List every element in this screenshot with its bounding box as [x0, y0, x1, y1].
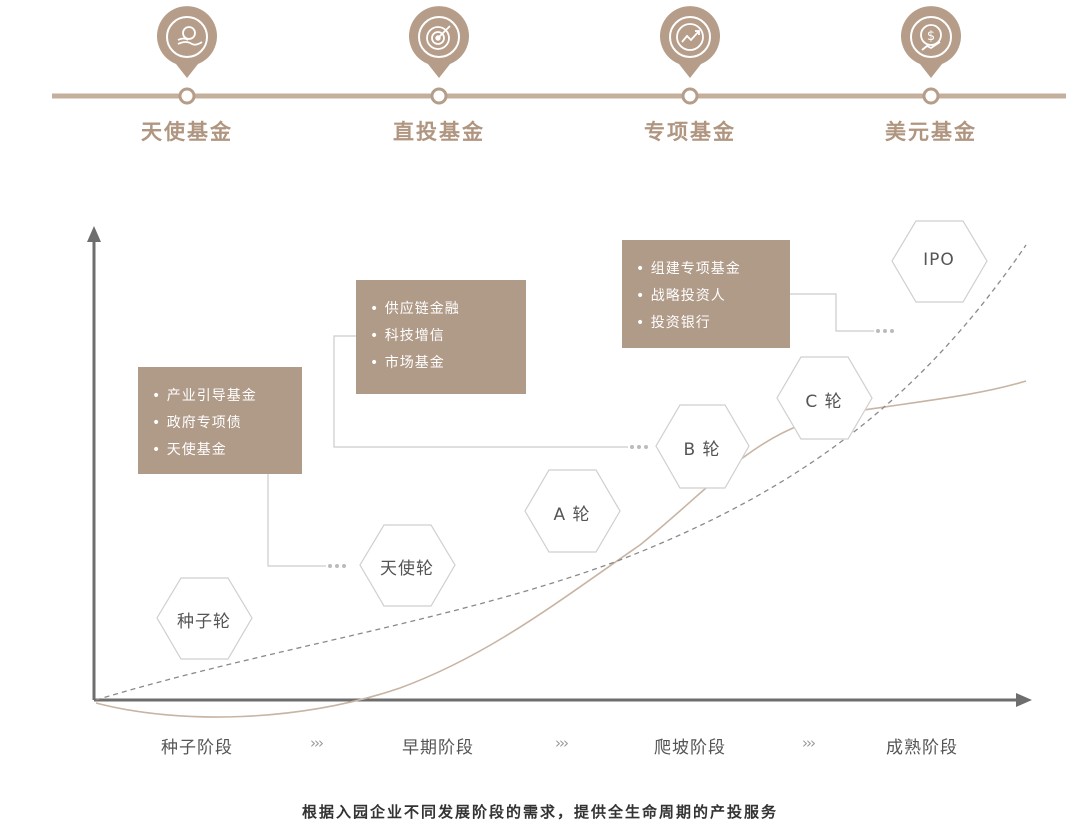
- round-label-seed: 种子轮: [177, 612, 231, 632]
- connector-dots: [328, 329, 894, 568]
- info-box-item: 战略投资人: [636, 283, 780, 310]
- hex-c: [776, 356, 873, 440]
- fund-pin-usd: $: [901, 6, 962, 105]
- fund-label-special: 专项基金: [644, 120, 736, 144]
- stage-label-seed: 种子阶段: [161, 738, 233, 758]
- info-box-item: 科技增信: [370, 323, 516, 350]
- footer-caption: 根据入园企业不同发展阶段的需求，提供全生命周期的产投服务: [301, 803, 778, 821]
- stage-label-ramp: 爬坡阶段: [654, 738, 726, 758]
- hex-b: [655, 404, 750, 489]
- fund-label-angel: 天使基金: [141, 120, 233, 144]
- info-box-item: 政府专项债: [152, 410, 292, 437]
- fund-label-direct: 直投基金: [393, 120, 485, 144]
- fund-label-usd: 美元基金: [885, 120, 977, 144]
- hex-seed: [156, 577, 253, 660]
- chevron-right-icon: ›››: [802, 734, 816, 752]
- info-box-item: 天使基金: [152, 437, 292, 464]
- info-box-item: 投资银行: [636, 310, 780, 337]
- growth-curve-dashed: [95, 244, 1027, 701]
- fund-pin-special: [660, 6, 720, 105]
- hex-ipo: [891, 220, 988, 303]
- handshake-coin-icon: [177, 26, 203, 46]
- info-box-item: 组建专项基金: [636, 256, 780, 283]
- chart-axes: [87, 226, 1032, 707]
- hex-a: [524, 469, 621, 553]
- info-box-item: 产业引导基金: [152, 383, 292, 410]
- round-label-b: B 轮: [683, 440, 721, 460]
- chevron-right-icon: ›››: [310, 734, 324, 752]
- trend-up-icon: [676, 23, 704, 51]
- info-box-seed-funds: 产业引导基金 政府专项债 天使基金: [138, 367, 302, 474]
- target-icon: [426, 25, 451, 50]
- info-box-growth-funds: 组建专项基金 战略投资人 投资银行: [622, 240, 790, 348]
- round-hexagons: [156, 220, 988, 660]
- hex-angel: [359, 524, 456, 607]
- round-label-a: A 轮: [553, 505, 591, 525]
- round-label-angel: 天使轮: [380, 559, 434, 579]
- round-label-ipo: IPO: [923, 250, 955, 270]
- chevron-right-icon: ›››: [555, 734, 569, 752]
- stage-label-mature: 成熟阶段: [886, 738, 958, 758]
- fund-pin-angel: [157, 6, 217, 105]
- dollar-coin-icon: $: [920, 24, 942, 51]
- stage-label-early: 早期阶段: [402, 738, 474, 758]
- round-label-c: C 轮: [805, 392, 843, 412]
- fund-pin-direct: [409, 6, 469, 105]
- info-box-item: 供应链金融: [370, 296, 516, 323]
- box-connectors: [267, 293, 874, 567]
- info-box-early-funds: 供应链金融 科技增信 市场基金: [356, 280, 526, 394]
- growth-curve-solid: [95, 380, 1027, 718]
- info-box-item: 市场基金: [370, 350, 516, 377]
- svg-text:$: $: [927, 29, 935, 44]
